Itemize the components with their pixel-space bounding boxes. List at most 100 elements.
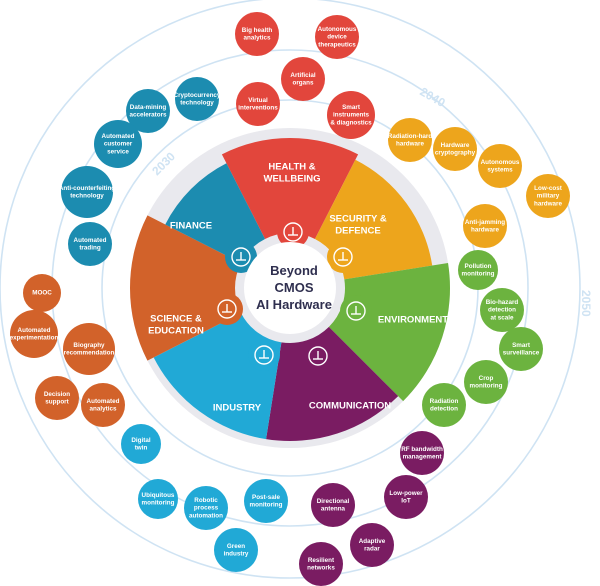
segment-label-security: SECURITY &	[329, 214, 387, 225]
bubble-label: Data-mining	[130, 104, 167, 111]
bubble-label: systems	[487, 166, 513, 173]
bubble-label: interventions	[238, 104, 278, 111]
bubble-label: Bio-hazard	[486, 299, 519, 306]
bubble-label: Green	[227, 543, 245, 550]
bubble-label: Hardware	[441, 142, 470, 149]
heart-hands-icon	[277, 216, 309, 248]
bubble-label: instruments	[333, 112, 370, 119]
center-line-3: AI Hardware	[256, 297, 332, 312]
bubble-circle	[311, 483, 355, 527]
bubble-label: hardware	[396, 140, 424, 147]
segment-finance	[165, 163, 266, 264]
bubble-label: Automated	[74, 237, 107, 244]
bubble-label: device	[327, 34, 347, 41]
segment-label-security: DEFENCE	[335, 226, 380, 237]
bubble-label: Radiation-hard	[388, 133, 433, 140]
bubble-label: Robotic	[194, 497, 218, 504]
bubble-circle	[350, 523, 394, 567]
application-bubbles: Big healthanalyticsAutonomousdevicethera…	[10, 12, 570, 586]
bubble-circle	[478, 144, 522, 188]
bubble-label: Cryptocurrency	[174, 92, 221, 99]
segment-health	[221, 138, 359, 239]
segment-label-industry: INDUSTRY	[213, 403, 262, 414]
bubble-circle	[61, 166, 113, 218]
shield-icon	[327, 241, 359, 273]
bubble-label: Artificial	[290, 72, 315, 79]
bubble-circle	[235, 12, 279, 56]
bubble-label: hardware	[471, 226, 499, 233]
bubble-label: support	[45, 398, 69, 405]
bubble-label: technology	[70, 192, 104, 199]
segment-label-science: SCIENCE &	[150, 314, 202, 325]
bubble-label: Autonomous	[318, 26, 357, 33]
bubble-label: cryptography	[435, 149, 476, 156]
bubble-circle	[299, 542, 343, 586]
segment-industry	[153, 312, 282, 440]
bubble-label: Post-sale	[252, 494, 280, 501]
bubble-label: organs	[293, 79, 314, 86]
bubble-label: Resilient	[308, 557, 335, 564]
bubble-label: customer	[104, 141, 133, 148]
bubble-circle	[236, 82, 280, 126]
bubble-label: Radiation	[430, 398, 459, 405]
bubble-label: analytics	[90, 405, 117, 412]
bubble-circle	[175, 77, 219, 121]
bubble-label: Virtual	[248, 97, 268, 104]
bubble-label: monitoring	[142, 499, 175, 506]
center-hub: Beyond CMOS AI Hardware	[244, 242, 336, 334]
factory-icon	[248, 339, 280, 371]
bubble-label: Pollution	[465, 263, 492, 270]
bubble-circle	[10, 310, 58, 358]
bubble-label: Adaptive	[359, 538, 386, 545]
bubble-label: Anti-jamming	[465, 219, 505, 226]
bubble-label: Smart	[342, 104, 361, 111]
segment-label-environment: ENVIRONMENT	[378, 315, 448, 326]
bubble-label: networks	[307, 564, 335, 571]
bubble-label: Automated	[102, 133, 135, 140]
antenna-tower-icon	[302, 340, 334, 372]
bubble-circle	[384, 475, 428, 519]
bubble-circle	[184, 486, 228, 530]
bubble-circle	[458, 250, 498, 290]
bubble-label: monitoring	[470, 382, 503, 389]
bubble-circle	[126, 89, 170, 133]
bubble-label: Low-cost	[534, 185, 563, 192]
bubble-label: automation	[189, 512, 223, 519]
atom-icon	[211, 293, 243, 325]
bubble-circle	[422, 383, 466, 427]
bubble-label: recommendation	[64, 349, 115, 356]
bubble-label: twin	[135, 444, 148, 451]
bubble-label: Ubiquitous	[142, 492, 175, 499]
bubble-label: monitoring	[250, 501, 283, 508]
bubble-label: RF bandwidth	[401, 446, 443, 453]
bubble-circle	[315, 15, 359, 59]
bubble-label: service	[107, 148, 129, 155]
bubble-circle	[121, 424, 161, 464]
bubble-circle	[281, 57, 325, 101]
globe-leaf-icon	[340, 295, 372, 327]
bubble-circle	[244, 479, 288, 523]
bubble-label: surveillance	[503, 349, 540, 356]
bubble-circle	[526, 174, 570, 218]
euro-chart-icon	[225, 241, 257, 273]
segment-label-finance: FINANCE	[170, 221, 212, 232]
bubble-circle	[63, 323, 115, 375]
bubble-label: Big health	[242, 27, 273, 34]
bubble-label: Decision	[44, 391, 70, 398]
segment-science	[130, 215, 241, 361]
bubble-label: antenna	[321, 505, 346, 512]
